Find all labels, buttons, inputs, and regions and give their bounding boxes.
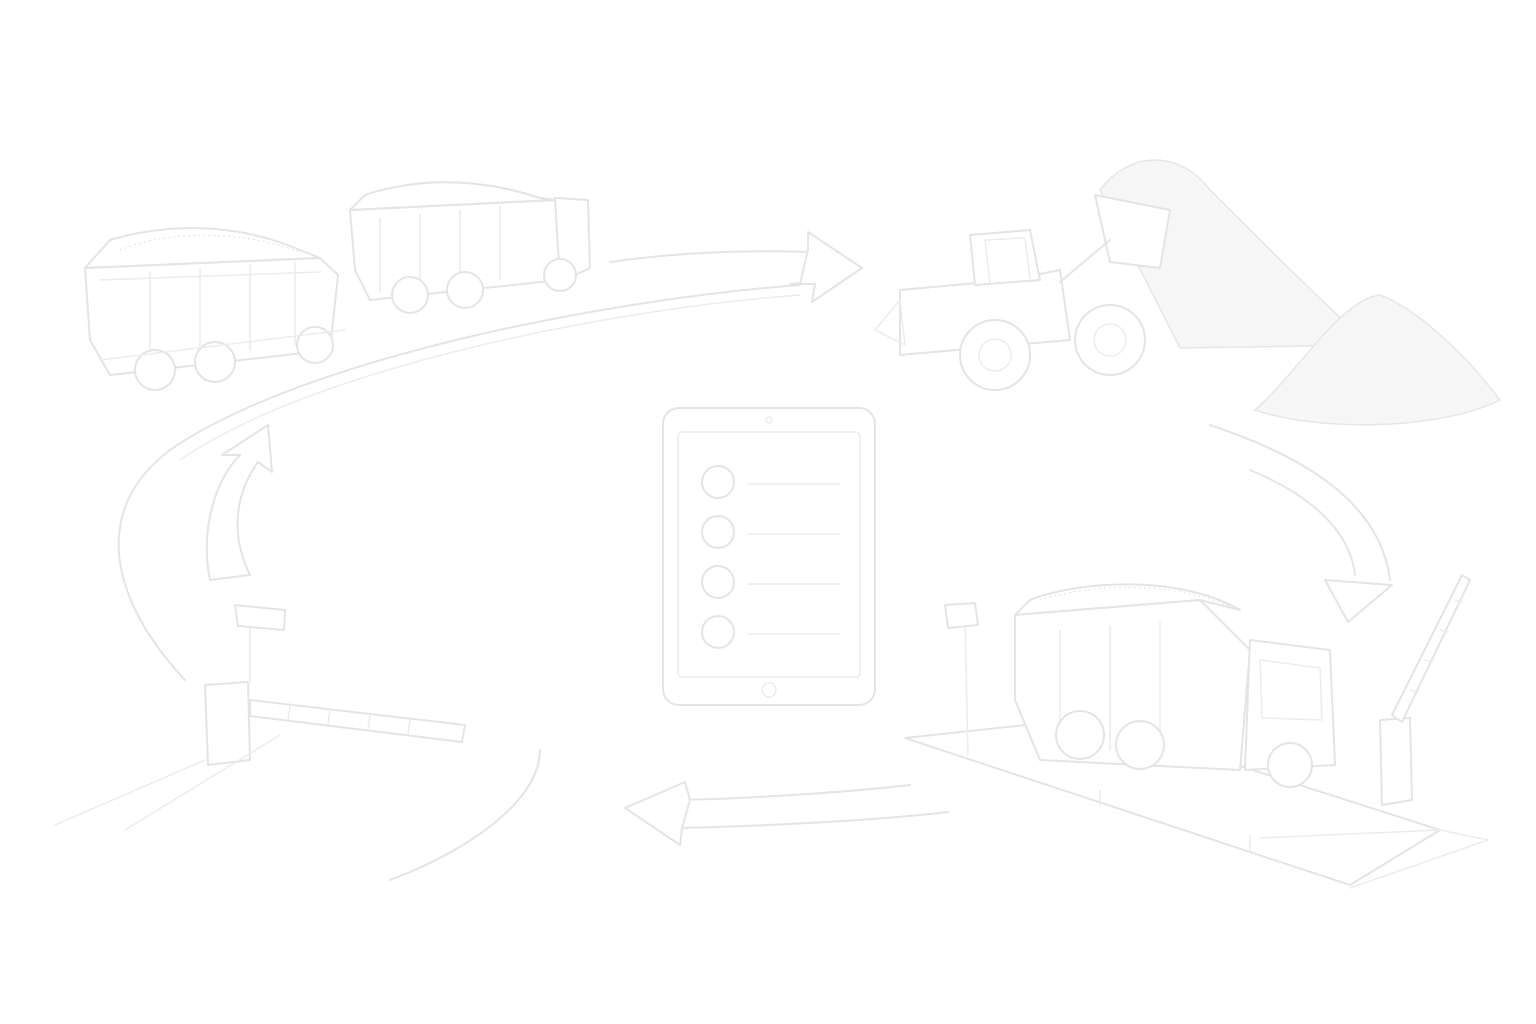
arrow-right-icon	[609, 231, 863, 303]
gravel-pile-icon	[1099, 159, 1502, 426]
barrier-gate-icon	[1379, 574, 1471, 806]
tablet-checklist-icon	[662, 407, 876, 706]
arrow-left-icon	[624, 781, 949, 846]
road-edge	[389, 749, 541, 881]
dump-truck-icon	[349, 181, 591, 314]
arrow-down-right-icon	[1209, 424, 1393, 623]
road-curve	[117, 284, 801, 681]
arrow-up-icon	[205, 424, 273, 581]
barrier-gate-icon	[54, 604, 466, 831]
dump-truck-icon	[84, 227, 346, 391]
truck-scale-icon	[904, 583, 1489, 889]
wheel-loader-icon	[874, 194, 1171, 391]
